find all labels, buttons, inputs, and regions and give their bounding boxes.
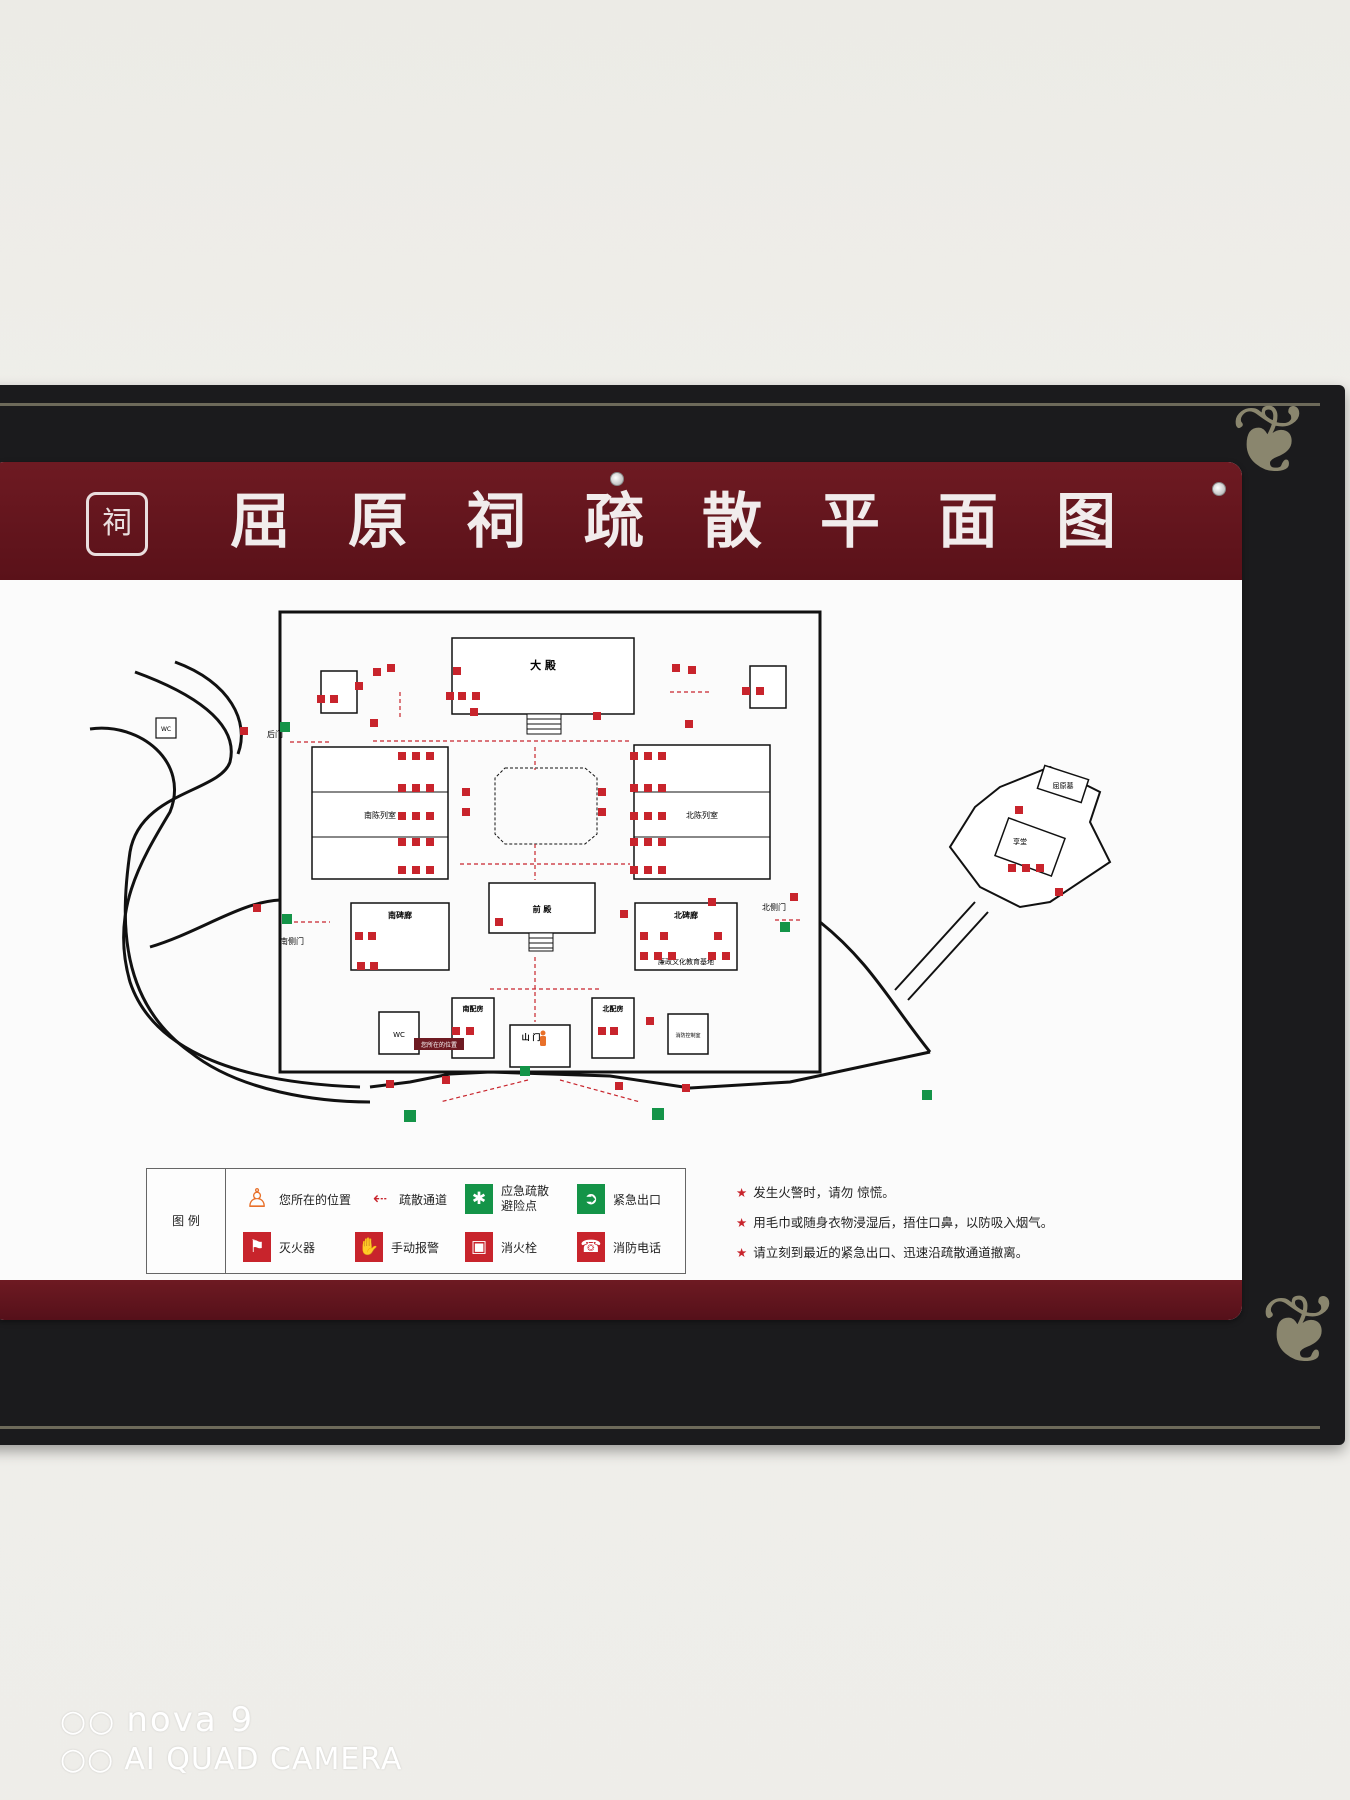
south-side-door-label: 南侧门 — [280, 936, 304, 946]
main-hall — [451, 637, 635, 715]
north-stele-label: 北碑廊 — [674, 910, 698, 920]
tomb-building — [1036, 764, 1090, 804]
sign-title: 屈原祠疏散平面图 — [230, 487, 1174, 557]
building-small-left — [320, 670, 358, 714]
you-are-here-marker-icon — [540, 1030, 546, 1046]
front-hall-stairs — [528, 932, 554, 952]
camera-watermark: ○○nova 9 ○○AI QUAD CAMERA — [60, 1700, 402, 1778]
fire-control-room — [667, 1013, 709, 1055]
back-door-label: 后门 — [267, 729, 283, 739]
front-hall-label: 前 殿 — [533, 904, 553, 914]
frame-trim — [0, 403, 1320, 1429]
star-icon: ★ — [736, 1215, 748, 1230]
building-small-right — [749, 665, 787, 709]
safety-note: ★发生火警时，请勿 惊慌。 — [736, 1185, 895, 1200]
main-hall-stairs — [526, 713, 562, 735]
tomb-bridge — [894, 901, 989, 1001]
extinguisher-icon: ⚑ — [243, 1232, 271, 1262]
gate-label: 山 门 — [522, 1032, 541, 1042]
front-hall — [488, 882, 596, 934]
main-hall-label: 大 殿 — [530, 658, 557, 672]
exit-markers — [280, 722, 932, 1122]
phone-icon: ☎ — [577, 1232, 605, 1262]
south-stele-label: 南碑廊 — [388, 910, 412, 920]
legend-item-assembly-point: ✱ 应急疏散避险点 — [465, 1179, 553, 1219]
legend-item-fire-phone: ☎ 消防电话 — [577, 1227, 661, 1267]
camera-rings-icon: ○○ — [60, 1742, 115, 1777]
north-exhibit-room — [633, 744, 771, 880]
exit-icon: ➲ — [577, 1184, 605, 1214]
north-side-door-label: 北侧门 — [762, 902, 786, 912]
legend-item-extinguisher: ⚑ 灭火器 — [243, 1227, 315, 1267]
fire-control-label: 消防控制室 — [675, 1032, 700, 1039]
fire-equipment-markers — [240, 664, 1063, 1092]
watermark-subtitle: ○○AI QUAD CAMERA — [60, 1742, 403, 1777]
map-legend: 图 例 ♙ 您所在的位置 ⇠ 疏散通道 ✱ 应急疏散避险点 ➲ 紧急出口 ⚑ 灭… — [146, 1168, 686, 1274]
ornament-top-right-icon: ❦ — [1229, 384, 1311, 496]
south-exhibit-room — [311, 746, 449, 880]
screw-icon — [610, 472, 624, 486]
temple-logo-icon: 祠 — [86, 492, 148, 556]
legend-item-hydrant: ▣ 消火栓 — [465, 1227, 537, 1267]
star-icon: ★ — [736, 1185, 748, 1200]
north-wing-label: 北配房 — [603, 1004, 624, 1013]
screw-icon — [1212, 482, 1226, 496]
tomb-label: 屈原墓 — [1053, 781, 1074, 790]
wc-outside-label: WC — [161, 726, 171, 733]
watermark-brand: ○○nova 9 — [60, 1700, 255, 1740]
wc-outside-building — [155, 717, 177, 739]
legend-item-you-are-here: ♙ 您所在的位置 — [243, 1179, 351, 1219]
arrow-left-icon: ⇠ — [372, 1189, 388, 1209]
path-left-inner — [89, 726, 361, 1089]
floor-plan: 大 殿 南陈列室 北陈列室 南碑廊 北碑廊 廉政文化教育基地 前 殿 — [89, 610, 1112, 1122]
courtyard — [494, 767, 598, 845]
star-icon: ★ — [736, 1245, 748, 1260]
person-icon: ♙ — [245, 1184, 269, 1214]
south-wing-label: 南配房 — [463, 1004, 484, 1013]
you-are-here-tag — [414, 1038, 464, 1050]
safety-note: ★用毛巾或随身衣物浸湿后，捂住口鼻，以防吸入烟气。 — [736, 1215, 1054, 1230]
evacuation-sign-board: 祠 屈原祠疏散平面图 大 殿 南陈列室 北陈列室 — [0, 462, 1242, 1320]
north-exhibit-label: 北陈列室 — [686, 810, 718, 820]
mountain-gate — [509, 1024, 571, 1068]
edu-base-label: 廉政文化教育基地 — [658, 957, 714, 966]
alarm-icon: ✋ — [355, 1232, 383, 1262]
legend-header: 图 例 — [147, 1169, 226, 1273]
path-right — [819, 920, 932, 1053]
ornament-bottom-right-icon: ❦ — [1259, 1274, 1341, 1386]
assembly-point-icon: ✱ — [465, 1184, 493, 1214]
compound-wall — [278, 610, 822, 1074]
south-stele-corridor — [350, 902, 450, 971]
path-top-left — [174, 660, 243, 755]
south-front-wall — [369, 1050, 931, 1090]
shrine-label: 享堂 — [1013, 837, 1027, 846]
camera-rings-icon: ○○ — [60, 1704, 117, 1739]
you-are-here-tag-label: 您所在的位置 — [421, 1041, 457, 1049]
path-left-branch — [149, 898, 281, 949]
legend-item-evacuation-route: ⇠ 疏散通道 — [369, 1179, 447, 1219]
legend-item-emergency-exit: ➲ 紧急出口 — [577, 1179, 661, 1219]
safety-notes: ★发生火警时，请勿 惊慌。 ★用毛巾或随身衣物浸湿后，捂住口鼻，以防吸入烟气。 … — [736, 1178, 1176, 1268]
south-exhibit-label: 南陈列室 — [364, 810, 396, 820]
evacuation-routes — [287, 691, 800, 1103]
wc-inner-building — [378, 1011, 420, 1055]
hydrant-icon: ▣ — [465, 1232, 493, 1262]
path-left-outer — [123, 670, 371, 1104]
wc-inner-label: WC — [393, 1031, 405, 1039]
legend-item-manual-alarm: ✋ 手动报警 — [355, 1227, 439, 1267]
safety-note: ★请立刻到最近的紧急出口、迅速沿疏散通道撤离。 — [736, 1245, 1029, 1260]
bottom-banner — [0, 1280, 1242, 1320]
